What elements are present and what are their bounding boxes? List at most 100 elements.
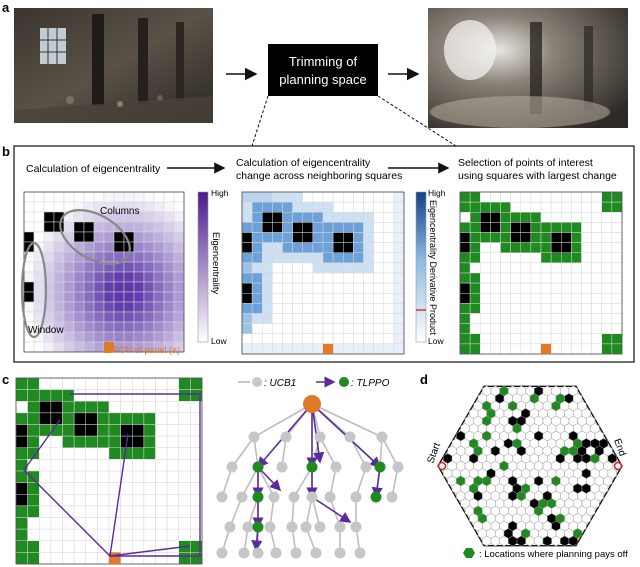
grid-cell <box>262 222 273 233</box>
grid-cell <box>132 482 145 495</box>
grid-cell <box>550 212 562 223</box>
grid-cell <box>62 447 75 460</box>
grid-cell <box>153 321 165 333</box>
grid-cell <box>282 343 293 355</box>
panel-d-caption: : Locations where planning pays off <box>463 548 628 560</box>
grid-cell <box>312 232 324 243</box>
grid-cell <box>73 211 85 223</box>
grid-cell <box>540 272 552 284</box>
grid-cell <box>272 313 283 324</box>
grid-cell <box>262 191 273 203</box>
tree-node-ucb1 <box>216 491 228 503</box>
grid-cell <box>591 293 602 304</box>
hex-cell-obstacle <box>568 535 578 547</box>
grid-cell <box>373 201 384 213</box>
hex-cell <box>482 535 492 547</box>
grid-cell <box>500 212 511 223</box>
grid-cell <box>113 321 125 333</box>
grid-cell <box>113 301 125 313</box>
grid-cell <box>393 242 405 253</box>
grid-cell <box>108 447 121 460</box>
grid-cell <box>480 201 491 213</box>
grid-cell <box>581 313 592 324</box>
grid-cell <box>123 321 135 333</box>
grid-cell <box>53 251 65 263</box>
grid-cell <box>173 291 185 303</box>
tree-node-ucb1 <box>242 521 254 533</box>
tree-node-ucb1 <box>334 547 346 559</box>
grid-cell <box>469 303 481 314</box>
grid-cell <box>292 191 303 203</box>
grid-cell <box>383 191 395 203</box>
grid-cell <box>393 282 405 294</box>
grid-cell <box>241 303 253 314</box>
grid-cell <box>73 552 86 565</box>
grid-cell <box>353 272 364 284</box>
grid-cell <box>108 470 121 483</box>
grid-cell <box>93 281 105 293</box>
grid-cell <box>85 494 98 507</box>
grid-cell <box>39 470 52 483</box>
grid-cell <box>108 424 121 437</box>
grid-cell <box>132 470 145 483</box>
grid-cell <box>343 282 354 294</box>
grid-cell <box>85 459 98 472</box>
grid-cell <box>173 221 185 233</box>
grid-cell <box>383 343 395 355</box>
grid-cell <box>530 191 542 203</box>
grid-cell <box>363 323 374 334</box>
grid-cell <box>332 323 344 334</box>
grid-cell <box>251 222 263 233</box>
grid-cell <box>561 232 572 243</box>
grid-cell <box>155 412 168 425</box>
grid-cell <box>43 201 55 213</box>
grid-cell <box>571 212 582 223</box>
trimming-line-2: planning space <box>279 72 366 87</box>
grid-cell <box>571 252 582 264</box>
grid-cell <box>353 201 364 213</box>
grid-cell <box>302 293 314 304</box>
grid-cell <box>601 293 613 304</box>
grid-cell <box>113 281 125 293</box>
grid-cell <box>73 517 86 530</box>
grid-cell <box>97 401 110 414</box>
grid-cell <box>155 435 168 448</box>
grid-cell <box>510 212 521 223</box>
grid-cell <box>343 343 354 355</box>
grid-cell <box>163 331 175 343</box>
tree-node-ucb1 <box>360 461 372 473</box>
grid-cell <box>27 552 40 565</box>
grid-cell <box>272 282 283 294</box>
grid-cell <box>571 293 582 304</box>
step2-title-2: change across neighboring squares <box>236 170 402 182</box>
grid-cell <box>33 281 45 293</box>
grid-cell <box>143 301 155 313</box>
grid-cell <box>510 191 521 203</box>
grid-cell <box>97 517 110 530</box>
grid-cell <box>561 201 572 213</box>
grid-cell <box>241 333 253 345</box>
grid-cell <box>500 252 511 264</box>
grid-cell <box>155 377 168 390</box>
grid-cell <box>601 323 613 334</box>
grid-cell <box>93 311 105 323</box>
grid-cell <box>312 282 324 294</box>
grid-cell <box>43 191 55 203</box>
grid-cell <box>120 447 133 460</box>
grid-cell <box>490 343 501 355</box>
grid-cell <box>143 211 155 223</box>
grid-cell <box>561 282 572 294</box>
grid-cell <box>343 323 354 334</box>
grid-cell <box>62 540 75 553</box>
grid-cell <box>571 201 582 213</box>
grid-cell <box>343 222 354 233</box>
grid-cell <box>23 271 35 283</box>
hex-cell-obstacle <box>560 535 570 547</box>
grid-cell <box>113 241 125 253</box>
grid-cell <box>62 470 75 483</box>
grid-cell <box>292 333 303 345</box>
step3-title-2: using squares with largest change <box>458 170 617 182</box>
grid-cell <box>73 341 85 353</box>
grid-cell <box>561 323 572 334</box>
grid-cell <box>459 191 471 203</box>
